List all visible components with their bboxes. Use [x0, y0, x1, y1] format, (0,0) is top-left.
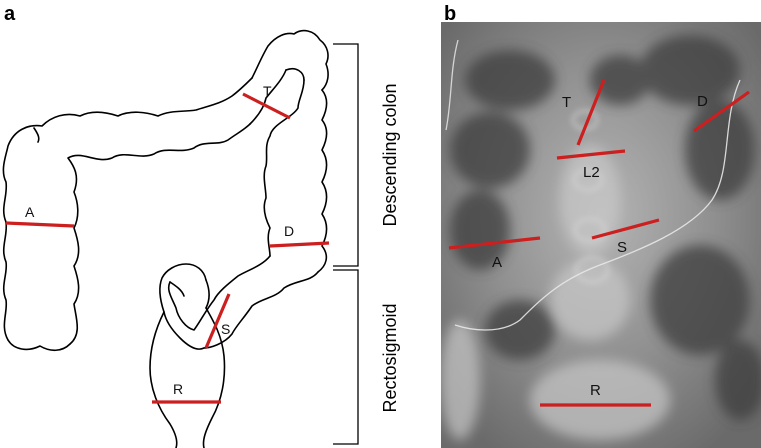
label-r: R [173, 381, 183, 397]
xray-marker-t [576, 79, 606, 146]
bracket-rectosigmoid [333, 269, 359, 445]
panel-b-letter: b [444, 3, 456, 25]
panel-a: a [2, 3, 400, 448]
colon-outline [2, 29, 329, 448]
xray-label-d: D [697, 93, 708, 110]
rectosigmoid-label: Rectosigmoid [380, 303, 400, 412]
xray-marker-a [448, 236, 541, 250]
xray-marker-d [693, 90, 750, 133]
label-s: S [221, 321, 230, 337]
label-d: D [284, 223, 294, 239]
xray-labels: T L2 D A S R [492, 93, 708, 399]
label-a: A [25, 204, 35, 220]
panel-a-letter: a [4, 3, 16, 25]
xray-marker-s [591, 218, 660, 240]
xray-label-l2: L2 [583, 164, 600, 181]
panel-b: b [441, 3, 761, 448]
xray-label-t: T [562, 94, 571, 111]
xray-marker-l2 [556, 149, 626, 160]
label-t: T [263, 83, 272, 99]
xray-markers [448, 79, 750, 407]
marker-a [5, 221, 75, 228]
xray-label-s: S [617, 239, 627, 256]
xray-label-a: A [492, 254, 502, 271]
xray-label-r: R [590, 382, 601, 399]
segment-labels: T A D S R [25, 83, 294, 397]
region-brackets [333, 43, 359, 445]
bracket-descending-colon [333, 43, 359, 267]
marker-t [242, 92, 291, 120]
segment-markers [5, 92, 330, 404]
descending-colon-label: Descending colon [380, 83, 400, 226]
marker-d [269, 241, 330, 248]
marker-s [204, 293, 231, 349]
